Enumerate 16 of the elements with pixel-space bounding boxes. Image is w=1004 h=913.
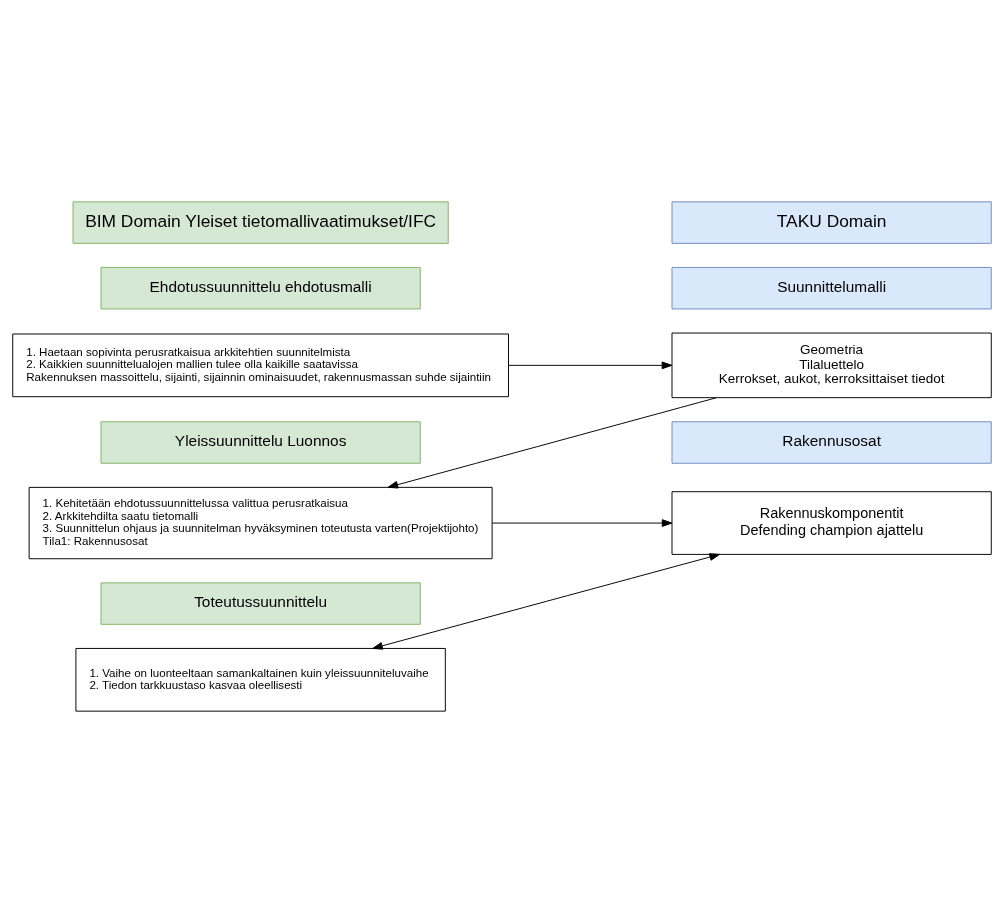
node-box: 1. Vaihe on luonteeltaan samankaltainen kuin yleissuunniteluvaihe 2. Tiedon tarkkuustaso kasvaa oleellisesti xyxy=(75,647,446,712)
arrow xyxy=(491,519,673,527)
node-box: Rakennuskomponentit Defending champion ajattelu xyxy=(671,491,992,555)
node-box: 1. Haetaan sopivinta perusratkaisua arkkitehtien suunnitelmista 2. Kaikkien suunnittelualojen mallien tulee olla kaikille saatavissa Rakennuksen massoittelu, sijainti, sijainnin ominaisuudet, rakennusmassan suhde sijaintiin xyxy=(12,333,509,398)
node-box: TAKU Domain xyxy=(671,201,992,244)
node-box: Geometria Tilaluettelo Kerrokset, aukot, kerroksittaiset tiedot xyxy=(671,332,992,399)
arrow xyxy=(372,553,720,650)
node-box: Rakennusosat xyxy=(671,421,992,464)
node-box: Ehdotussuunnittelu ehdotusmalli xyxy=(100,266,421,310)
node-box: Yleissuunnittelu Luonnos xyxy=(100,421,421,464)
arrow xyxy=(508,361,673,370)
arrow xyxy=(387,397,717,489)
node-box: Suunnittelumalli xyxy=(671,266,992,310)
node-box: BIM Domain Yleiset tietomallivaatimukset/IFC xyxy=(72,201,449,244)
node-box: 1. Kehitetään ehdotussuunnittelussa valittua perusratkaisua 2. Arkkitehdilta saatu tietomalli 3. Suunnittelun ohjaus ja suunnitelman hyväksyminen toteutusta varten(Projektijohto) Tila1: Rakennusosat xyxy=(28,486,493,560)
node-box: Toteutussuunnittelu xyxy=(100,582,421,625)
